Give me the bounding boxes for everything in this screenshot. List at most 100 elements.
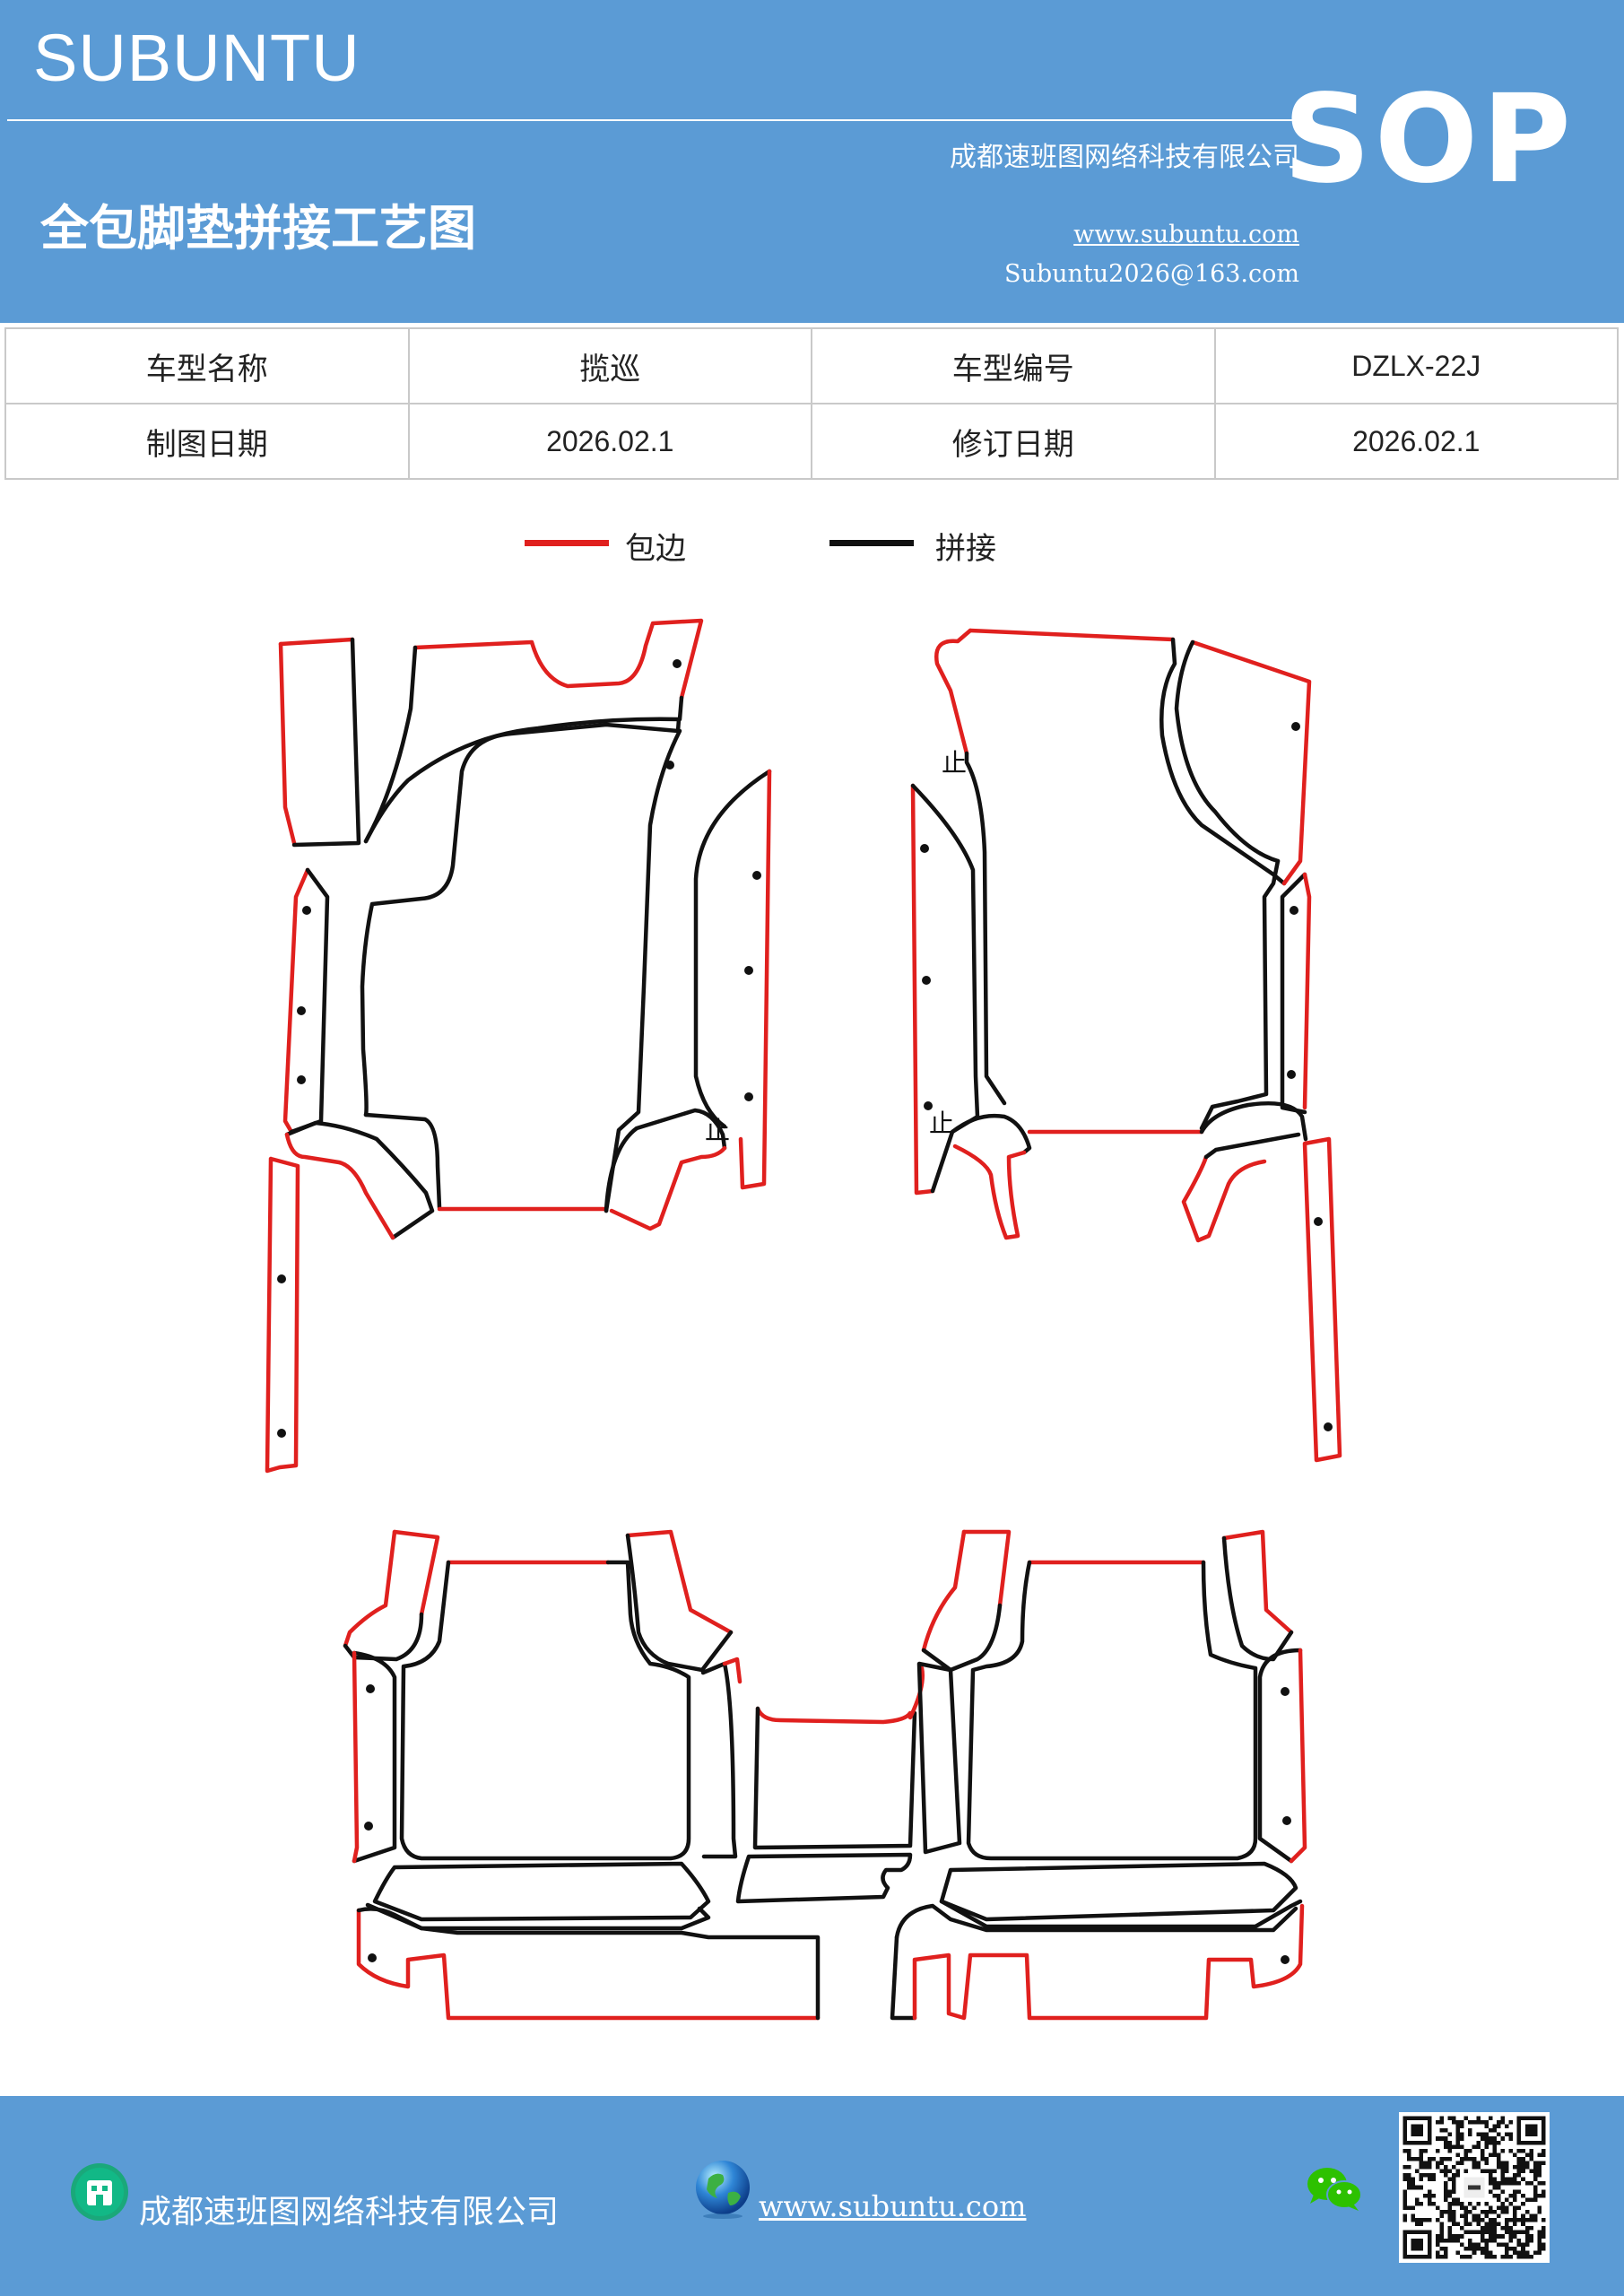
header-company: 成都速班图网络科技有限公司 [950,142,1299,173]
edge-line [278,641,297,846]
seam-line [625,1533,734,1673]
model-code-value: DZLX-22J [1213,327,1619,404]
seam-line [1203,1132,1301,1160]
footer-banner: 成都速班图网络科技有限公司 www.subuntu.com [0,2096,1624,2296]
brand-name: SUBUNTU [33,21,360,95]
edge-line [755,1706,913,1725]
edge-line [910,783,935,1196]
edge-line [265,1156,300,1474]
seam-line [1159,637,1287,886]
seam-line [939,1899,1303,1929]
edge-line [921,1529,967,1653]
mount-hole [1324,1422,1333,1431]
seam-line [360,717,682,1118]
mount-hole [673,659,682,668]
model-name-label: 车型名称 [4,327,410,404]
seam-line [939,1861,1298,1922]
seam-line [1174,639,1281,864]
seam-line [921,1603,1003,1673]
mount-hole [752,871,761,880]
edge-line [952,1144,1027,1240]
edge-line [1181,1154,1267,1243]
edge-line [912,1903,1305,2021]
edge-line [1221,1529,1294,1635]
mount-hole [297,1006,306,1015]
seam-legend-label: 拼接 [935,531,996,567]
seam-line [1221,1535,1294,1662]
seam-line [735,1852,913,1904]
rear-left-mat [343,1529,821,2021]
seam-line [372,1861,711,1922]
vehicle-info-table: 车型名称 揽巡 车型编号 DZLX-22J 制图日期 2026.02.1 修订日… [4,327,1619,480]
edge-legend-label: 包边 [625,531,686,567]
edge-line [609,1145,727,1231]
header-website-link[interactable]: www.subuntu.com [1073,221,1299,248]
edge-line [352,1650,360,1864]
mount-hole [297,1075,306,1084]
model-code-label: 车型编号 [811,327,1216,404]
edge-line [738,769,772,1190]
seam-line [1257,1648,1303,1864]
seam-line [890,1935,917,2021]
mount-hole [665,761,674,770]
seam-line [356,1907,821,2021]
mount-hole [366,1684,375,1693]
edge-line [413,618,704,700]
mount-hole [364,1822,373,1831]
seam-line [284,1120,435,1240]
table-row: 车型名称 揽巡 车型编号 DZLX-22J [4,327,1619,404]
mount-hole [744,1092,753,1101]
seam-line [964,751,1007,1106]
globe-icon [696,2161,750,2219]
table-row: 制图日期 2026.02.1 修订日期 2026.02.1 [4,403,1619,480]
seam-line [604,1108,727,1213]
seam-line [363,695,684,844]
footer-website-link[interactable]: www.subuntu.com [759,2189,1027,2223]
model-name-value: 揽巡 [407,327,812,404]
seam-line [291,637,361,848]
edge-line [1302,872,1312,1110]
edge-line [961,1529,1012,1608]
mount-hole [1281,1687,1290,1696]
header-email[interactable]: Subuntu2026@163.com [1004,260,1299,288]
edge-line [1289,1648,1307,1864]
seam-line [700,1661,738,1859]
seam-line [352,1650,397,1864]
edge-line [278,637,355,647]
mount-hole [1291,722,1300,731]
wechat-icon[interactable] [1305,2164,1364,2214]
rear-center-mat [735,1665,925,1904]
edge-line [722,1657,743,1684]
seam-line [1199,858,1281,1131]
seam-line [604,728,682,1213]
seam-line [950,1113,1032,1155]
edge-line [343,1529,397,1648]
driver-front-mat: 止 [265,618,772,1474]
mount-hole [744,966,753,975]
mount-hole [1282,1816,1291,1825]
edge-line [282,867,310,1135]
mount-hole [1287,1070,1296,1079]
seam-line [693,769,772,1129]
mount-hole [920,844,929,853]
legend: 包边 拼接 [0,520,1624,574]
mount-hole [302,906,311,915]
header-banner: SUBUNTU 成都速班图网络科技有限公司 全包脚垫拼接工艺图 www.subu… [0,0,1624,323]
qr-code[interactable] [1399,2112,1550,2263]
revise-date-label: 修订日期 [811,403,1216,480]
seam-line [1199,1100,1308,1142]
seam-line [343,1612,424,1662]
mount-hole [922,976,931,985]
seam-line-swatch [829,540,914,546]
sop-badge: SOP [1282,69,1575,211]
rear-right-mat [890,1529,1307,2021]
edge-line [968,628,1176,642]
seam-line [894,1903,1298,1940]
footer-company: 成都速班图网络科技有限公司 [139,2194,560,2231]
mount-hole [924,1101,933,1110]
edge-line [934,628,973,756]
seam-line [363,1112,442,1210]
stop-mark: 止 [929,1109,954,1138]
seam-line [966,1560,1258,1861]
revise-date-value: 2026.02.1 [1213,403,1619,480]
